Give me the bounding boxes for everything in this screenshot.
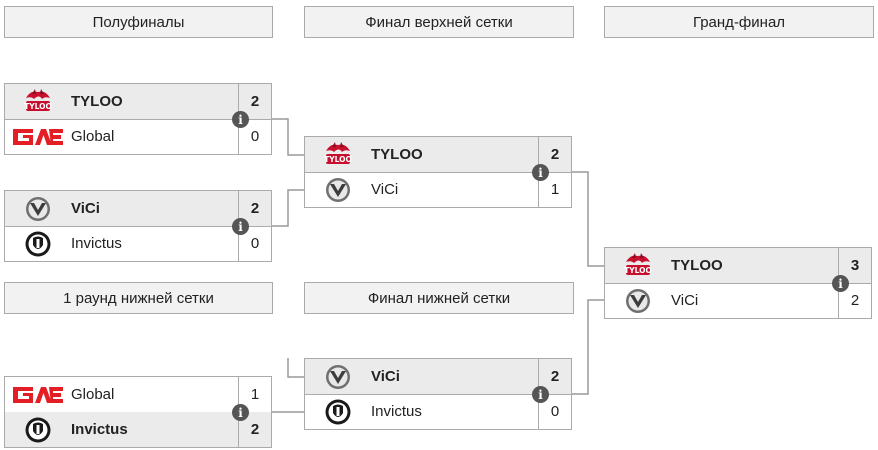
info-icon[interactable]: i [232, 111, 249, 128]
vici-logo [305, 359, 371, 394]
match-row-bottom[interactable]: ViCi 1 [305, 172, 571, 207]
match-row-top[interactable]: Global 1 [5, 377, 271, 413]
team-score: 2 [538, 137, 571, 172]
match-row-top[interactable]: TYLOO TYLOO 2 [305, 137, 571, 173]
match-row-bottom[interactable]: ViCi 2 [605, 283, 871, 318]
global-logo [5, 377, 71, 412]
info-icon[interactable]: i [832, 275, 849, 292]
team-score: 0 [238, 119, 271, 154]
header-upper-final: Финал верхней сетки [304, 6, 574, 38]
svg-text:TYLOO: TYLOO [324, 155, 352, 164]
tyloo-logo: TYLOO [305, 137, 371, 172]
global-logo [5, 119, 71, 154]
team-score: 2 [238, 412, 271, 447]
svg-text:TYLOO: TYLOO [24, 102, 52, 111]
team-name[interactable]: Global [71, 128, 115, 145]
tyloo-logo: TYLOO [605, 248, 671, 283]
match-upper-final[interactable]: TYLOO TYLOO 2 ViCi 1 i [304, 136, 572, 208]
team-score: 1 [538, 172, 571, 207]
match-grand-final[interactable]: TYLOO TYLOO 3 ViCi 2 i [604, 247, 872, 319]
match-row-top[interactable]: ViCi 2 [5, 191, 271, 227]
team-score: 1 [238, 377, 271, 412]
team-name[interactable]: ViCi [671, 292, 699, 309]
team-name[interactable]: Invictus [71, 235, 122, 252]
team-score: 2 [238, 191, 271, 226]
team-name[interactable]: Global [71, 386, 115, 403]
match-lower-final[interactable]: ViCi 2 Invictus 0 i [304, 358, 572, 430]
team-name[interactable]: ViCi [371, 368, 400, 385]
team-score: 0 [538, 394, 571, 429]
match-row-bottom[interactable]: Invictus 2 [5, 412, 271, 447]
header-grand-final: Гранд-финал [604, 6, 874, 38]
match-semifinal-2[interactable]: ViCi 2 Invictus 0 i [4, 190, 272, 262]
header-semifinals: Полуфиналы [4, 6, 273, 38]
match-row-top[interactable]: TYLOO TYLOO 2 [5, 84, 271, 120]
match-row-bottom[interactable]: Global 0 [5, 119, 271, 154]
info-icon[interactable]: i [532, 386, 549, 403]
team-score: 2 [838, 283, 871, 318]
info-icon[interactable]: i [232, 404, 249, 421]
invictus-logo [305, 394, 371, 429]
team-name[interactable]: Invictus [371, 403, 422, 420]
match-row-top[interactable]: TYLOO TYLOO 3 [605, 248, 871, 284]
team-score: 2 [538, 359, 571, 394]
team-score: 3 [838, 248, 871, 283]
invictus-logo [5, 412, 71, 447]
team-score: 2 [238, 84, 271, 119]
tyloo-logo: TYLOO [5, 84, 71, 119]
vici-logo [5, 191, 71, 226]
team-score: 0 [238, 226, 271, 261]
team-name[interactable]: ViCi [71, 200, 100, 217]
team-name[interactable]: ViCi [371, 181, 399, 198]
match-row-bottom[interactable]: Invictus 0 [5, 226, 271, 261]
team-name[interactable]: TYLOO [71, 93, 123, 110]
header-lower-final: Финал нижней сетки [304, 282, 574, 314]
info-icon[interactable]: i [532, 164, 549, 181]
invictus-logo [5, 226, 71, 261]
header-lower-round1: 1 раунд нижней сетки [4, 282, 273, 314]
match-row-bottom[interactable]: Invictus 0 [305, 394, 571, 429]
team-name[interactable]: Invictus [71, 421, 128, 438]
team-name[interactable]: TYLOO [371, 146, 423, 163]
svg-text:TYLOO: TYLOO [624, 266, 652, 275]
team-name[interactable]: TYLOO [671, 257, 723, 274]
match-lower-round1[interactable]: Global 1 Invictus 2 i [4, 376, 272, 448]
vici-logo [605, 283, 671, 318]
vici-logo [305, 172, 371, 207]
match-semifinal-1[interactable]: TYLOO TYLOO 2 Global 0 i [4, 83, 272, 155]
match-row-top[interactable]: ViCi 2 [305, 359, 571, 395]
info-icon[interactable]: i [232, 218, 249, 235]
